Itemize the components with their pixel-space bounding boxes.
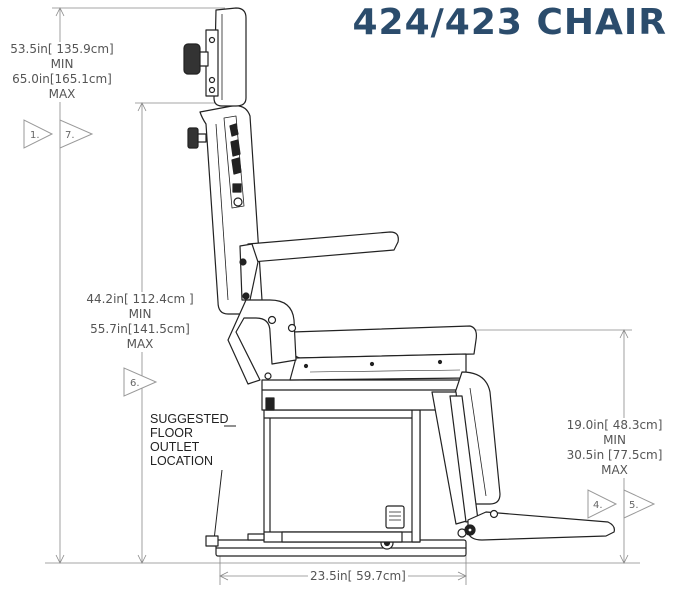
foot-rest xyxy=(467,511,615,541)
badge-triangle xyxy=(23,119,54,149)
seat-height-max: 30.5in [77.5cm] xyxy=(566,448,663,462)
overall-height-max-word: MAX xyxy=(48,87,76,101)
seat-height-max-word: MAX xyxy=(601,463,628,477)
seat-back-height-dimension: 44.2in[ 112.4cm ] MIN 55.7in[141.5cm] MA… xyxy=(84,292,196,352)
badge-label: 6. xyxy=(130,378,140,389)
note-line: FLOOR xyxy=(150,426,194,440)
spec-badges xyxy=(23,119,656,519)
note-line: OUTLET xyxy=(150,440,200,454)
backrest-knob xyxy=(187,127,199,149)
control-button xyxy=(232,183,242,193)
armrest xyxy=(247,231,399,263)
floor-outlet xyxy=(205,535,219,547)
control-button xyxy=(230,139,241,157)
badge-label: 1. xyxy=(30,130,40,141)
overall-height-min-word: MIN xyxy=(50,57,74,71)
headrest-knob xyxy=(183,43,201,75)
badge-label: 7. xyxy=(65,130,75,141)
control-button xyxy=(231,157,242,175)
seat-height-min-word: MIN xyxy=(603,433,626,447)
brand-logo xyxy=(385,505,405,529)
seat-back-height-min-word: MIN xyxy=(128,307,152,321)
note-line: SUGGESTED xyxy=(150,412,229,426)
base-width-dimension: 23.5in[ 59.7cm] xyxy=(308,569,408,583)
badge-triangle xyxy=(623,489,656,519)
badge-triangle xyxy=(123,367,158,397)
seat-height-dimension: 19.0in[ 48.3cm] MIN 30.5in [77.5cm] MAX xyxy=(556,418,673,478)
badge-triangle xyxy=(59,119,94,149)
seat-pan xyxy=(289,353,467,381)
seat-cushion xyxy=(291,325,477,359)
seat-back-height-max: 55.7in[141.5cm] xyxy=(90,322,190,336)
badge-label: 5. xyxy=(629,500,639,511)
note-line: LOCATION xyxy=(150,454,213,468)
seat-height-min: 19.0in[ 48.3cm] xyxy=(566,418,663,432)
headrest xyxy=(213,7,247,107)
overall-height-dimension: 53.5in[ 135.9cm] MIN 65.0in[165.1cm] MAX xyxy=(6,42,118,102)
floor-outlet-note: SUGGESTED FLOOR OUTLET LOCATION xyxy=(150,412,229,468)
seat-back-height-min: 44.2in[ 112.4cm ] xyxy=(86,292,194,306)
badge-triangle xyxy=(587,489,618,519)
overall-height-min: 53.5in[ 135.9cm] xyxy=(10,42,114,56)
linkage-arm xyxy=(227,299,297,385)
lift-mechanism xyxy=(261,379,463,411)
chair-outline xyxy=(183,7,615,557)
seat-back-height-max-word: MAX xyxy=(126,337,154,351)
control-button xyxy=(233,197,243,207)
page-title: 424/423 CHAIR xyxy=(352,2,667,43)
overall-height-max: 65.0in[165.1cm] xyxy=(12,72,112,86)
leg-rest xyxy=(453,371,501,505)
control-button xyxy=(229,123,239,137)
badge-label: 4. xyxy=(593,500,603,511)
